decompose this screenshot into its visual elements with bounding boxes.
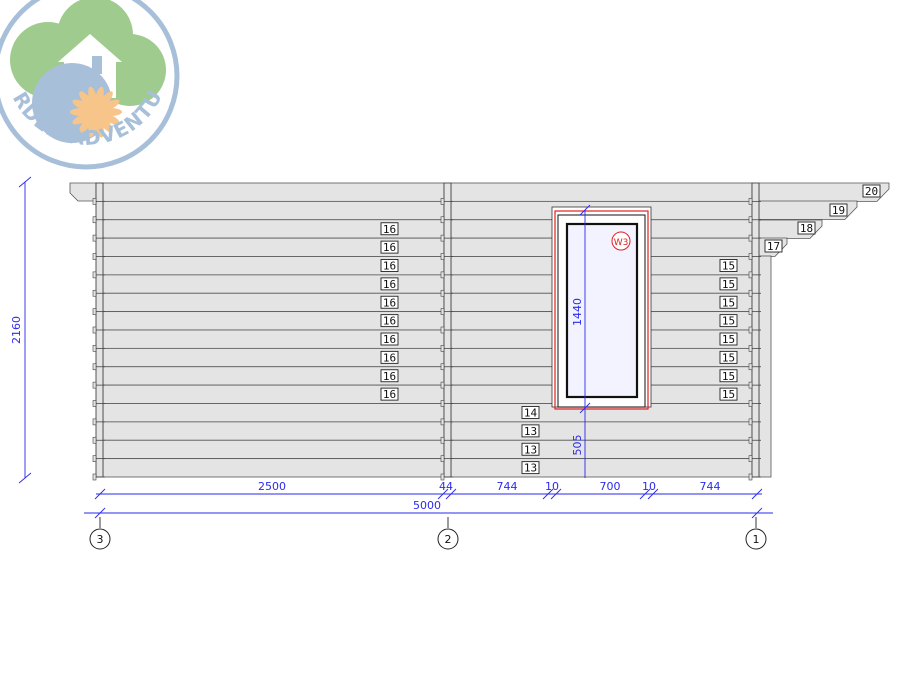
tag-number: 19: [832, 204, 845, 217]
tag-number: 15: [722, 333, 735, 346]
tag-left: 16: [380, 369, 399, 383]
tag-number: 16: [383, 370, 396, 383]
tag-number: 15: [722, 388, 735, 401]
tag-number: 16: [383, 296, 396, 309]
axis-1-label: 1: [753, 533, 760, 546]
tag-number: 15: [722, 296, 735, 309]
wall-posts: [92, 182, 761, 481]
post-middle: [440, 182, 453, 481]
window-height-label: 1440: [571, 298, 584, 326]
segment-10-b: 10: [642, 480, 656, 493]
log-number-tags: 16 16 16 16 16 16 16 16 16 16 14 13 13 13 15 15 15 15 15 15…: [380, 184, 881, 475]
tag-left: 16: [380, 277, 399, 291]
tag-right: 15: [719, 314, 738, 328]
logo: GARDEN ADVENTURE: [0, 0, 180, 170]
segment-700: 700: [600, 480, 621, 493]
tag-right: 15: [719, 277, 738, 291]
window-glass: [565, 222, 639, 399]
tag-left: 16: [380, 350, 399, 364]
tag-number: 20: [865, 185, 878, 198]
tag-middle: 13: [521, 424, 540, 438]
tag-right: 15: [719, 350, 738, 364]
tag-left: 16: [380, 240, 399, 254]
tag-number: 16: [383, 278, 396, 291]
segment-744-b: 744: [700, 480, 721, 493]
tag-number: 15: [722, 278, 735, 291]
segment-2500: 2500: [258, 480, 286, 493]
window-label-badge: [611, 231, 631, 251]
tag-number: 15: [722, 351, 735, 364]
grid-axes: 3 2 1: [89, 517, 767, 550]
segment-744-a: 744: [497, 480, 518, 493]
axis-2-label: 2: [445, 533, 452, 546]
tag-gable: 20: [862, 184, 881, 198]
tag-middle: 13: [521, 461, 540, 475]
window-frame-outer: [554, 210, 649, 410]
tag-number: 15: [722, 370, 735, 383]
tag-number: 13: [524, 425, 537, 438]
post-right: [748, 182, 761, 481]
sun-icon: [70, 86, 122, 138]
tag-number: 16: [383, 223, 396, 236]
window-w3[interactable]: W3: [551, 206, 652, 410]
tag-right: 15: [719, 332, 738, 346]
tag-gable: 17: [764, 239, 783, 253]
sill-height-label: 505: [571, 435, 584, 456]
tag-number: 13: [524, 462, 537, 475]
tag-right: 15: [719, 259, 738, 273]
tag-number: 17: [767, 240, 780, 253]
tag-right: 15: [719, 387, 738, 401]
tag-number: 16: [383, 260, 396, 273]
tag-number: 15: [722, 315, 735, 328]
tag-number: 16: [383, 333, 396, 346]
tag-left: 16: [380, 295, 399, 309]
tag-number: 18: [800, 222, 813, 235]
tag-left: 16: [380, 314, 399, 328]
tag-number: 16: [383, 241, 396, 254]
tag-number: 14: [524, 407, 538, 420]
tag-gable: 19: [829, 203, 848, 217]
tag-left: 16: [380, 387, 399, 401]
tag-middle: 13: [521, 442, 540, 456]
window-label: W3: [614, 238, 629, 248]
dimensions: 2160 1440 505 2500 44 744 10 700 10 744 …: [10, 176, 773, 519]
log-wall: [69, 182, 890, 478]
tag-number: 16: [383, 315, 396, 328]
tag-number: 16: [383, 351, 396, 364]
tag-number: 15: [722, 260, 735, 273]
segment-10-a: 10: [545, 480, 559, 493]
tag-middle: 14: [521, 406, 540, 420]
tag-left: 16: [380, 332, 399, 346]
tag-gable: 18: [797, 221, 816, 235]
logo-ring: [0, 0, 180, 170]
axis-3-label: 3: [97, 533, 104, 546]
tag-number: 16: [383, 388, 396, 401]
tag-right: 15: [719, 369, 738, 383]
height-total-label: 2160: [10, 316, 23, 344]
segment-44: 44: [439, 480, 453, 493]
tag-left: 16: [380, 222, 399, 236]
tag-right: 15: [719, 295, 738, 309]
tag-left: 16: [380, 259, 399, 273]
total-width-label: 5000: [413, 499, 441, 512]
post-left: [92, 182, 105, 481]
tag-number: 13: [524, 443, 537, 456]
